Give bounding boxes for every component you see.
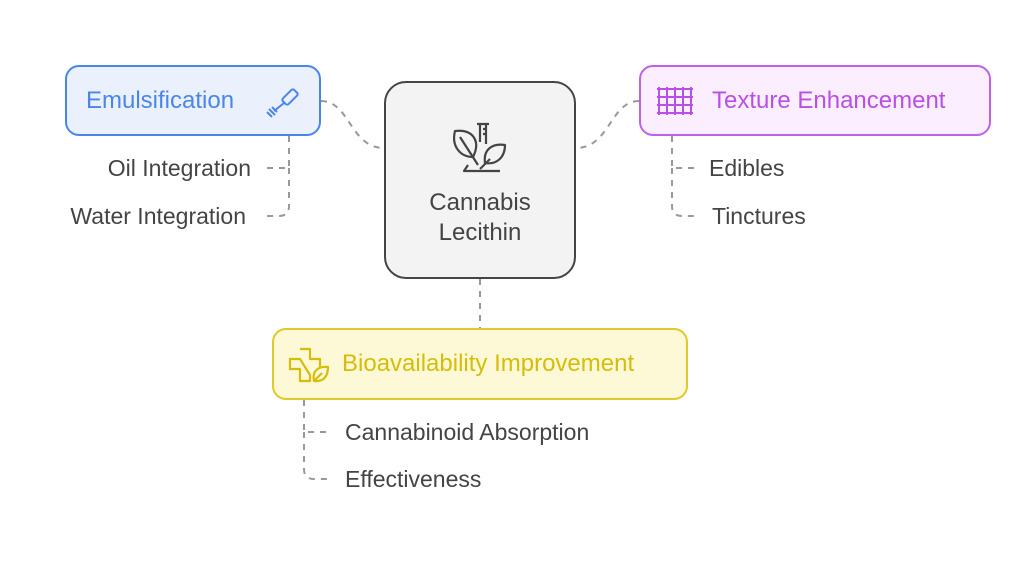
branch-item-edibles: Edibles — [709, 155, 785, 181]
branch-item-effectiveness: Effectiveness — [345, 466, 482, 492]
bioavailability-title: Bioavailability Improvement — [342, 350, 635, 377]
connector-effectiveness — [303, 432, 330, 480]
center-node[interactable]: Cannabis Lecithin — [384, 81, 576, 279]
center-title-line2: Lecithin — [438, 218, 522, 246]
connector-emulsification — [320, 100, 385, 149]
connector-absorption — [303, 400, 330, 433]
connector-edibles — [671, 136, 695, 169]
medical-cross-leaf-icon — [288, 345, 332, 390]
texture-enhancement-node[interactable]: Texture Enhancement — [639, 65, 991, 136]
connector-water — [262, 168, 290, 217]
branch-item-cannabinoid-absorption: Cannabinoid Absorption — [345, 419, 590, 445]
branch-item-water-integration: Water Integration — [70, 203, 246, 229]
center-title-line1: Cannabis — [429, 188, 531, 216]
texture-enhancement-title: Texture Enhancement — [712, 86, 946, 114]
connector-tinctures — [671, 168, 698, 217]
emulsification-title: Emulsification — [86, 86, 235, 114]
branch-item-oil-integration: Oil Integration — [107, 155, 251, 181]
connector-texture — [575, 100, 640, 149]
branch-item-tinctures: Tinctures — [712, 203, 806, 229]
emulsification-node[interactable]: Emulsification — [65, 65, 321, 136]
plant-flask-icon — [450, 117, 510, 182]
connector-oil — [265, 136, 290, 169]
hand-blender-icon — [264, 85, 304, 124]
bioavailability-node[interactable]: Bioavailability Improvement — [272, 328, 688, 400]
grid-mesh-icon — [655, 81, 695, 126]
